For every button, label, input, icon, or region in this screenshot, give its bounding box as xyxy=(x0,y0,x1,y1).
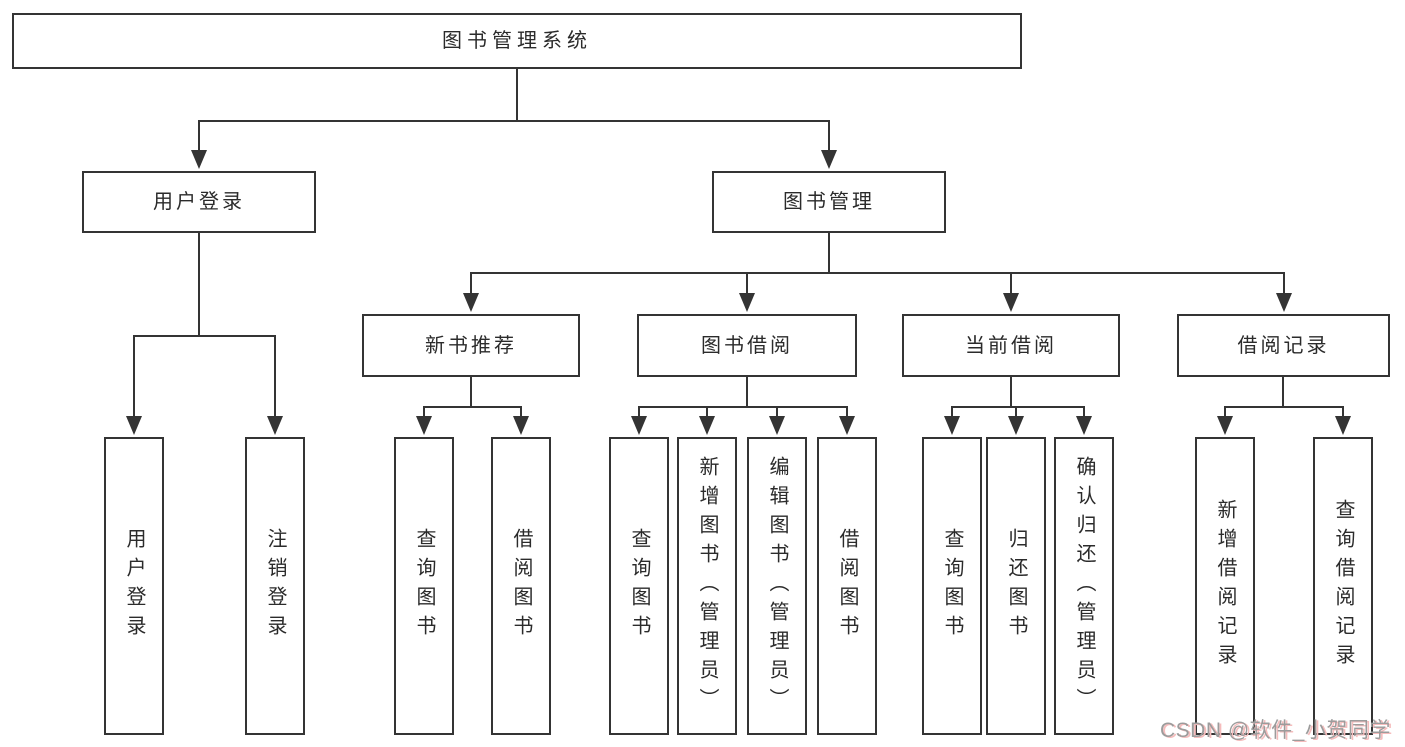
arrow-down-icon xyxy=(631,416,647,435)
connector-vline xyxy=(746,272,748,294)
leaf-query-books-recommend: 查询图书 xyxy=(394,437,454,735)
connector-vline xyxy=(828,120,830,152)
connector-hline xyxy=(951,406,1085,408)
arrow-down-icon xyxy=(1008,416,1024,435)
node-book-borrowing: 图书借阅 xyxy=(637,314,857,377)
connector-hline xyxy=(198,120,830,122)
connector-vline xyxy=(638,406,640,417)
leaf-add-borrow-record: 新增借阅记录 xyxy=(1195,437,1255,735)
connector-vline xyxy=(1282,377,1284,406)
connector-vline xyxy=(1083,406,1085,417)
arrow-down-icon xyxy=(839,416,855,435)
connector-vline xyxy=(746,377,748,406)
arrow-down-icon xyxy=(126,416,142,435)
connector-vline xyxy=(520,406,522,417)
connector-vline xyxy=(1224,406,1226,417)
arrow-down-icon xyxy=(1217,416,1233,435)
connector-vline xyxy=(198,233,200,335)
arrow-down-icon xyxy=(416,416,432,435)
connector-hline xyxy=(638,406,848,408)
connector-vline xyxy=(1342,406,1344,417)
csdn-watermark: CSDN @软件_小贺同学 xyxy=(1160,719,1391,742)
leaf-borrow-books-borrowing: 借阅图书 xyxy=(817,437,877,735)
arrow-down-icon xyxy=(821,150,837,169)
leaf-logout: 注销登录 xyxy=(245,437,305,735)
arrow-down-icon xyxy=(944,416,960,435)
connector-vline xyxy=(470,272,472,294)
connector-vline xyxy=(1010,377,1012,406)
connector-vline xyxy=(1010,272,1012,294)
arrow-down-icon xyxy=(513,416,529,435)
connector-hline xyxy=(423,406,522,408)
connector-vline xyxy=(1283,272,1285,294)
leaf-query-books-current: 查询图书 xyxy=(922,437,982,735)
node-new-book-recommendation: 新书推荐 xyxy=(362,314,580,377)
connector-vline xyxy=(133,335,135,417)
leaf-return-books: 归还图书 xyxy=(986,437,1046,735)
connector-vline xyxy=(951,406,953,417)
connector-vline xyxy=(1015,406,1017,417)
arrow-down-icon xyxy=(699,416,715,435)
connector-vline xyxy=(776,406,778,417)
connector-vline xyxy=(706,406,708,417)
arrow-down-icon xyxy=(267,416,283,435)
connector-vline xyxy=(846,406,848,417)
leaf-user-login: 用户登录 xyxy=(104,437,164,735)
node-book-management: 图书管理 xyxy=(712,171,946,233)
connector-vline xyxy=(828,233,830,272)
connector-hline xyxy=(133,335,276,337)
arrow-down-icon xyxy=(1076,416,1092,435)
arrow-down-icon xyxy=(1335,416,1351,435)
arrow-down-icon xyxy=(191,150,207,169)
arrow-down-icon xyxy=(463,293,479,312)
connector-vline xyxy=(516,68,518,120)
node-borrowing-records: 借阅记录 xyxy=(1177,314,1390,377)
connector-hline xyxy=(470,272,1285,274)
arrow-down-icon xyxy=(739,293,755,312)
connector-vline xyxy=(423,406,425,417)
arrow-down-icon xyxy=(1276,293,1292,312)
connector-hline xyxy=(1224,406,1344,408)
connector-vline xyxy=(274,335,276,417)
leaf-query-books-borrowing: 查询图书 xyxy=(609,437,669,735)
leaf-query-borrow-record: 查询借阅记录 xyxy=(1313,437,1373,735)
connector-vline xyxy=(470,377,472,406)
connector-vline xyxy=(198,120,200,152)
leaf-confirm-return-admin: 确认归还（管理员） xyxy=(1054,437,1114,735)
leaf-edit-books-admin: 编辑图书（管理员） xyxy=(747,437,807,735)
leaf-add-books-admin: 新增图书（管理员） xyxy=(677,437,737,735)
node-current-borrowing: 当前借阅 xyxy=(902,314,1120,377)
node-user-login: 用户登录 xyxy=(82,171,316,233)
node-library-management-system: 图书管理系统 xyxy=(12,13,1022,69)
arrow-down-icon xyxy=(769,416,785,435)
leaf-borrow-books-recommend: 借阅图书 xyxy=(491,437,551,735)
arrow-down-icon xyxy=(1003,293,1019,312)
